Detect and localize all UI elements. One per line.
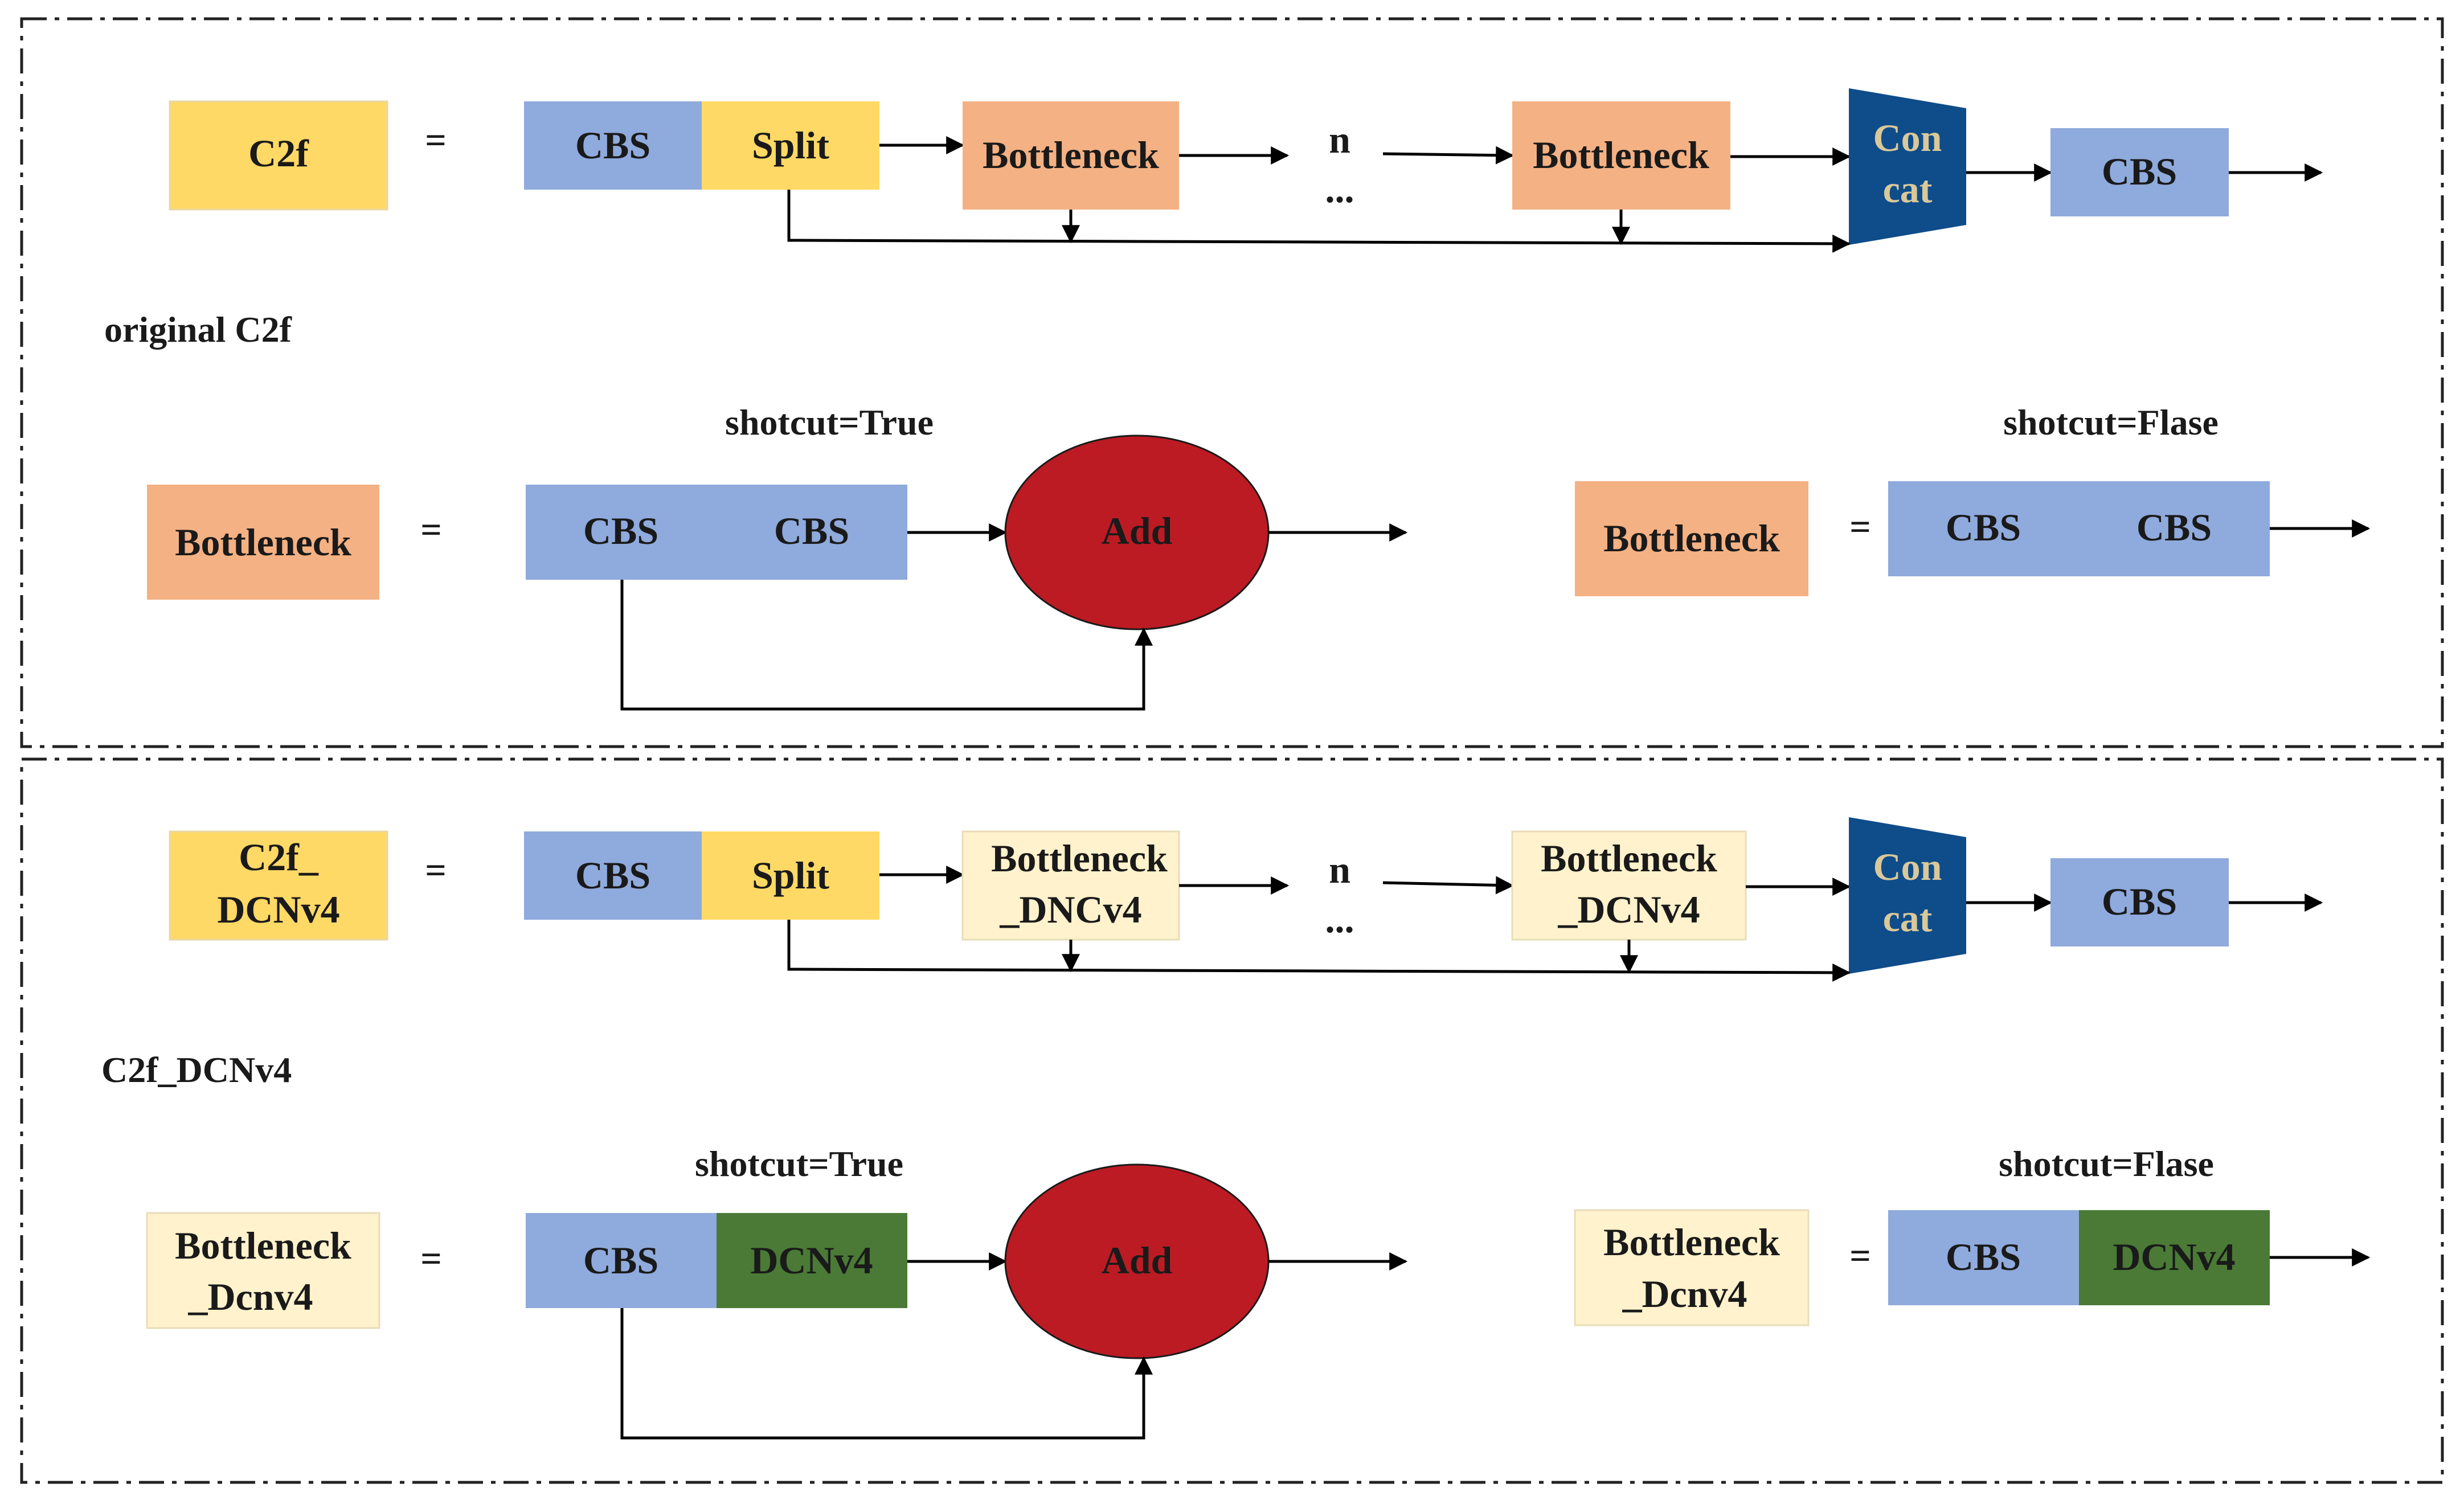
cbs-out-box <box>2050 128 2229 216</box>
original-bottleneck-row: shotcut=True shotcut=Flase Bottleneck = … <box>147 402 2371 711</box>
bottleneck-dcn-box-a <box>961 830 1180 941</box>
c2f-label: C2f <box>248 132 309 175</box>
ellipsis-dcn: ... <box>1325 898 1354 941</box>
cbs-box-dcn <box>524 831 702 920</box>
cbs-box-1 <box>526 485 717 580</box>
shortcut-true-label-dcn: shotcut=True <box>695 1144 903 1184</box>
bottleneck-dcn-module-a <box>146 1212 380 1329</box>
equals-sign-dcn: = <box>425 850 447 891</box>
bottleneck-dcn-label-a1: Bottleneck <box>991 837 1168 880</box>
bottleneck-dcn-label-b2: _DCNv4 <box>1557 888 1700 931</box>
c2f-dcnv4-label-line2: DCNv4 <box>217 888 339 931</box>
n-to-bottleneck-dcn-arrow <box>1382 876 1515 895</box>
original-c2f-row: C2f = CBS Split Bottleneck n ... Bottlen… <box>169 88 2323 253</box>
c2f-dcnv4-label-line1: C2f_ <box>239 835 319 879</box>
bottleneck-dcn-module-b <box>1574 1209 1810 1326</box>
split-label-dcn: Split <box>752 854 829 897</box>
dcnv4-c2f-row: C2f_ DCNv4 = CBS Split Bottleneck _DNCv4… <box>169 817 2323 982</box>
bottleneck-box-a <box>963 101 1179 210</box>
cbs-label: CBS <box>575 124 650 167</box>
cbs-box-dcn-1 <box>526 1213 717 1308</box>
residual-skip-path-dcn <box>620 1308 1153 1440</box>
split-box <box>702 101 879 190</box>
concat-block <box>1849 88 1966 245</box>
split-label: Split <box>752 124 829 167</box>
bottleneck-module-a <box>147 485 379 600</box>
cbs-label-2: CBS <box>774 509 849 552</box>
equals-sign: = <box>425 120 447 161</box>
dcnv4-section-frame <box>20 757 2444 1484</box>
cbs-label-3: CBS <box>1946 506 2021 549</box>
bottleneck-label-b: Bottleneck <box>1533 133 1709 177</box>
dcnv4-box-2 <box>2079 1210 2270 1305</box>
cbs-box-3 <box>1888 481 2079 576</box>
n-label: n <box>1329 118 1350 161</box>
equals-sign-a: = <box>420 509 442 551</box>
original-section-frame <box>20 17 2444 748</box>
cbs-label-1: CBS <box>583 509 658 552</box>
concat-dcn-label-line1: Con <box>1873 845 1942 888</box>
bottleneck-label-a: Bottleneck <box>983 133 1159 177</box>
dcnv4-box-1 <box>717 1213 907 1308</box>
bottleneck-module-a-label: Bottleneck <box>175 521 351 564</box>
cbs-box-dcn-2 <box>1888 1210 2079 1305</box>
cbs-box <box>524 101 702 190</box>
concat-label-line2: cat <box>1883 167 1933 211</box>
add-label: Add <box>1102 509 1173 552</box>
split-box-dcn <box>702 831 879 920</box>
cbs-out-label: CBS <box>2102 150 2177 193</box>
split-skip-path-dcn <box>787 920 1851 982</box>
residual-skip-path <box>620 580 1153 711</box>
equals-sign-dcn-b: = <box>1849 1235 1871 1277</box>
bottleneck-dcn-label-a2: _DNCv4 <box>999 888 1141 931</box>
cbs-out-label-dcn: CBS <box>2102 880 2177 923</box>
add-label-dcn: Add <box>1102 1239 1173 1282</box>
bottleneck-dcn-module-a-line1: Bottleneck <box>175 1224 351 1267</box>
n-to-bottleneck-arrow <box>1382 146 1515 165</box>
equals-sign-dcn-a: = <box>420 1238 442 1280</box>
equals-sign-b: = <box>1849 506 1871 548</box>
shortcut-true-label: shotcut=True <box>725 402 934 442</box>
shortcut-false-label: shotcut=Flase <box>2003 402 2219 442</box>
dcnv4-label-1: DCNv4 <box>750 1239 873 1282</box>
cbs-label-dcn: CBS <box>575 854 650 897</box>
concat-block-dcn <box>1849 817 1966 974</box>
dcnv4-section-label: C2f_DCNv4 <box>101 1050 292 1090</box>
shortcut-false-label-dcn: shotcut=Flase <box>1999 1144 2214 1184</box>
original-section-label: original C2f <box>104 309 292 350</box>
c2f-dcnv4-box <box>169 830 388 941</box>
concat-dcn-label-line2: cat <box>1883 896 1933 940</box>
bottleneck-dcn-module-b-line1: Bottleneck <box>1603 1220 1780 1264</box>
cbs-label-dcn-1: CBS <box>583 1239 658 1282</box>
n-label-dcn: n <box>1329 848 1350 891</box>
bottleneck-dcn-module-a-line2: _Dcnv4 <box>187 1275 313 1318</box>
concat-label-line1: Con <box>1873 116 1942 159</box>
c2f-box <box>169 100 388 211</box>
dcnv4-label-2: DCNv4 <box>2113 1235 2235 1278</box>
cbs-label-dcn-2: CBS <box>1946 1235 2021 1278</box>
bottleneck-dcn-module-b-line2: _Dcnv4 <box>1622 1272 1747 1316</box>
bottleneck-module-b-label: Bottleneck <box>1603 517 1780 560</box>
cbs-box-2 <box>717 485 907 580</box>
bottleneck-box-b <box>1512 101 1730 210</box>
cbs-box-4 <box>2079 481 2270 576</box>
split-skip-path <box>787 190 1851 253</box>
ellipsis: ... <box>1325 167 1354 211</box>
cbs-out-box-dcn <box>2050 858 2229 946</box>
dcnv4-bottleneck-row: shotcut=True shotcut=Flase Bottleneck _D… <box>146 1144 2371 1440</box>
cbs-label-4: CBS <box>2136 506 2212 549</box>
bottleneck-dcn-label-b1: Bottleneck <box>1541 837 1717 880</box>
bottleneck-module-b <box>1575 481 1808 596</box>
